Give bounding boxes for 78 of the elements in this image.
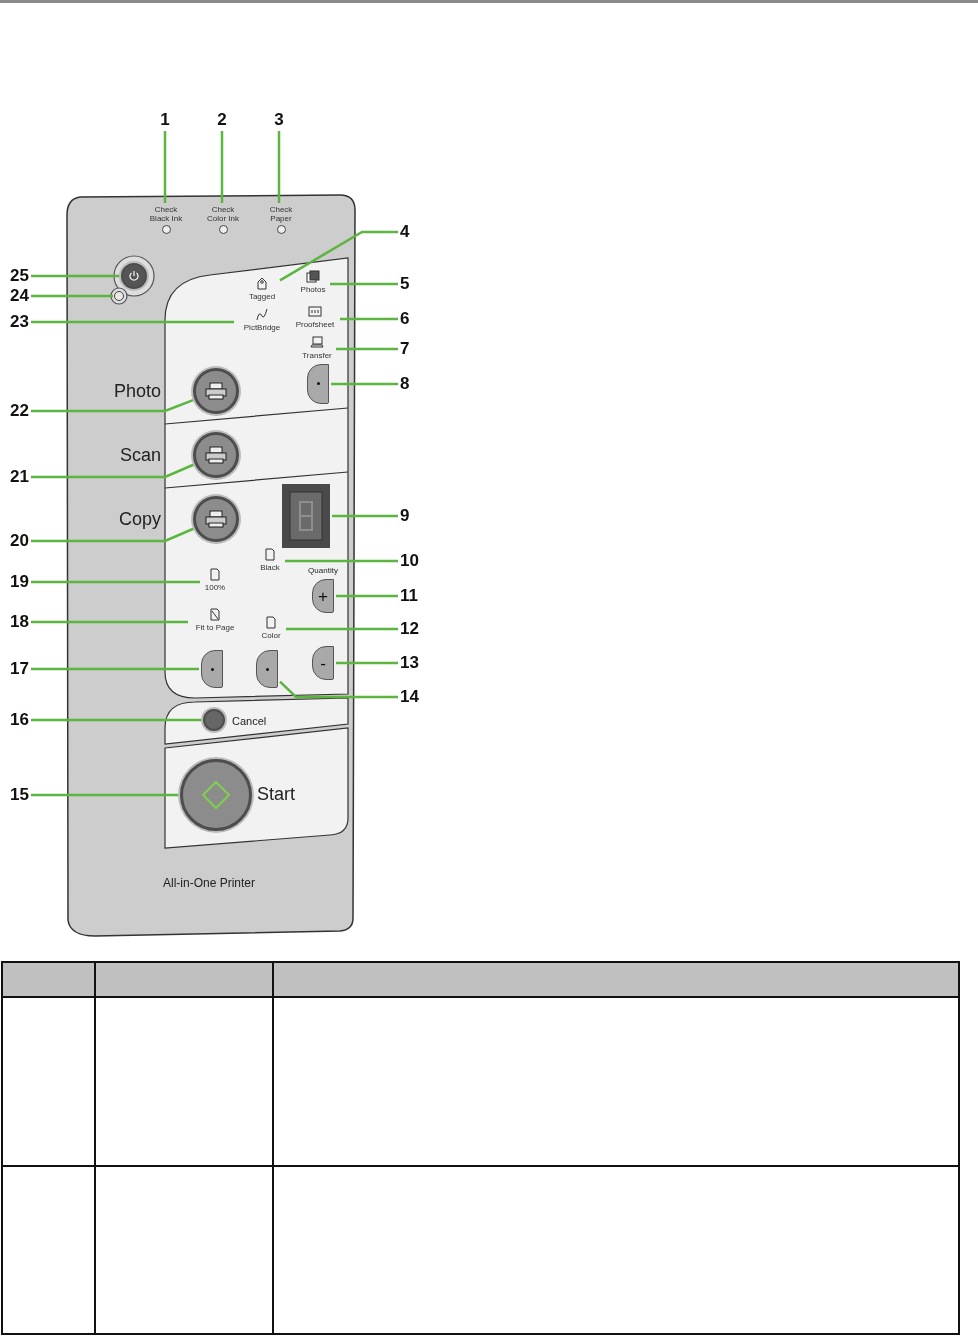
leader-line [31, 580, 200, 584]
leader-line [331, 382, 398, 386]
leader-line [31, 294, 113, 298]
button-label: Copy [117, 508, 161, 530]
indicator-label: Check Paper [268, 205, 294, 223]
button-label: Start [257, 783, 296, 805]
leader-line [31, 620, 188, 624]
callout-number: 25 [3, 267, 29, 285]
callout-number: 23 [3, 313, 29, 331]
panel-label: Quantity [307, 566, 339, 576]
callout-number: 7 [400, 340, 422, 358]
round-button [193, 432, 239, 478]
callout-number: 6 [400, 310, 422, 328]
leader-line [336, 594, 398, 598]
icon-caption: Proofsheet [294, 320, 336, 329]
leader-line [31, 527, 195, 543]
callout-number: 22 [3, 402, 29, 420]
leader-line [279, 680, 398, 699]
leader-line [330, 282, 398, 286]
callout-number: 21 [3, 468, 29, 486]
leader-line [285, 559, 398, 563]
leader-line [336, 347, 398, 351]
leader-line [31, 463, 195, 479]
model-label: All-in-One Printer [163, 875, 257, 891]
button-label: Cancel [232, 714, 268, 728]
callout-number: 19 [3, 573, 29, 591]
callout-number: 9 [400, 507, 422, 525]
callout-number: 1 [155, 111, 175, 129]
callout-number: 11 [400, 587, 426, 605]
callout-number: 5 [400, 275, 422, 293]
icon-caption: Color [260, 631, 282, 640]
icon-caption: 100% [203, 583, 227, 592]
leader-line [31, 274, 120, 278]
tab-button [307, 364, 329, 404]
leader-line [31, 793, 179, 797]
indicator-label: Check Black Ink [148, 205, 184, 223]
indicator-label: Check Color Ink [206, 205, 240, 223]
callout-number: 12 [400, 620, 426, 638]
callout-number: 18 [3, 613, 29, 631]
icon-caption: Tagged [247, 292, 277, 301]
leader-line [336, 661, 398, 665]
leader-line [286, 627, 398, 631]
callout-number: 14 [400, 688, 426, 706]
leader-line [340, 317, 398, 321]
leader-line [31, 718, 202, 722]
callout-number: 4 [400, 223, 422, 241]
leader-line [332, 514, 398, 518]
leader-line [31, 320, 234, 324]
leader-line [220, 131, 224, 203]
callout-number: 8 [400, 375, 422, 393]
round-button [193, 368, 239, 414]
callout-number: 3 [269, 111, 289, 129]
icon-caption: Fit to Page [194, 623, 236, 632]
leader-line [31, 398, 195, 413]
round-button [203, 709, 225, 731]
icon-caption: Photos [299, 285, 327, 294]
icon-caption: Transfer [301, 351, 333, 360]
leader-line [31, 667, 199, 671]
callout-number: 2 [212, 111, 232, 129]
callout-number: 17 [3, 660, 29, 678]
button-label: Scan [118, 444, 161, 466]
leader-line [277, 131, 281, 203]
icon-caption: Black [259, 563, 281, 572]
icon-caption: PictBridge [242, 323, 282, 332]
button-label: Photo [112, 380, 161, 402]
tab-button [256, 650, 278, 688]
callout-number: 24 [3, 287, 29, 305]
indicator-light [114, 291, 124, 301]
callout-number: 13 [400, 654, 426, 672]
tab-button [201, 650, 223, 688]
leader-line [163, 131, 167, 203]
power-button [121, 263, 147, 289]
round-button [193, 496, 239, 542]
leader-line [279, 230, 398, 282]
callout-number: 15 [3, 786, 29, 804]
callout-number: 10 [400, 552, 426, 570]
callout-number: 16 [3, 711, 29, 729]
callout-number: 20 [3, 532, 29, 550]
